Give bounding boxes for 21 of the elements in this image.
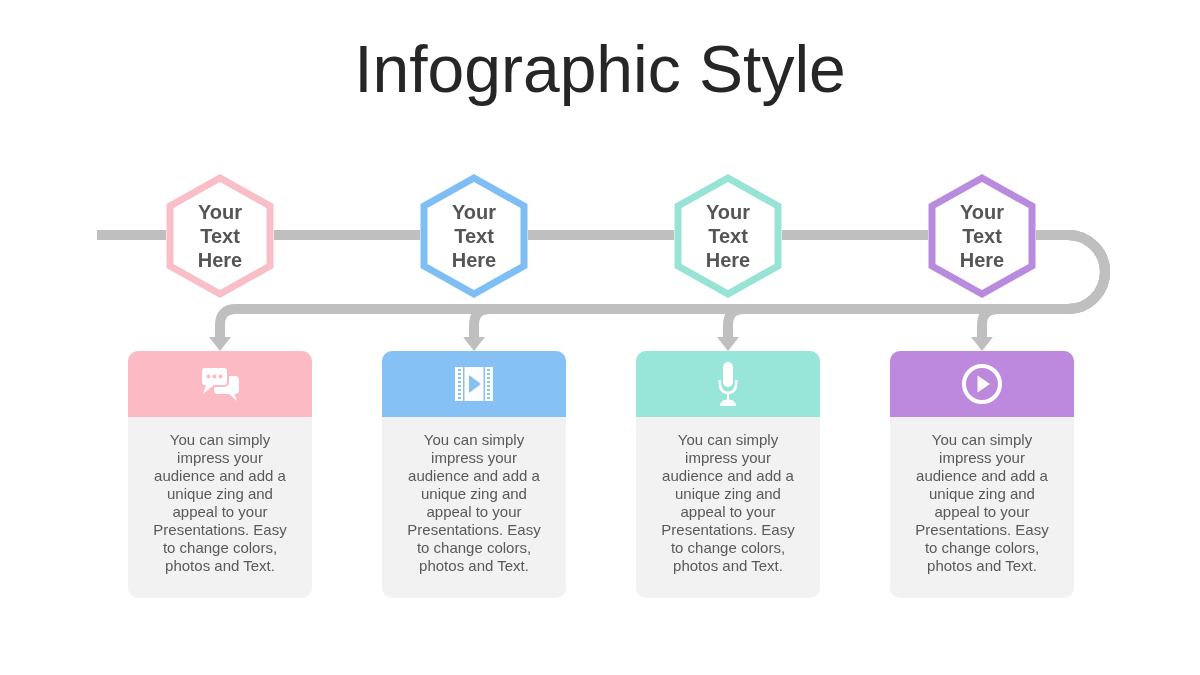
info-card [128, 351, 312, 598]
card-text: You can simply impress your audience and add a unique zing and appeal to your Presentations. Easy to change colors, photos and Text. [152, 431, 288, 575]
hexagon-label: Your Text Here [196, 200, 244, 272]
hexagon [928, 174, 1036, 298]
card-text: You can simply impress your audience and add a unique zing and appeal to your Presentations. Easy to change colors, photos and Text. [406, 431, 542, 575]
info-card [636, 351, 820, 598]
connector-line [782, 230, 928, 240]
connector-line [274, 230, 420, 240]
hexagon [674, 174, 782, 298]
info-card [890, 351, 1074, 598]
card-text: You can simply impress your audience and add a unique zing and appeal to your Presentations. Easy to change colors, photos and Text. [914, 431, 1050, 575]
hexagon-label: Your Text Here [704, 200, 752, 272]
connector-line [97, 230, 166, 240]
hexagon-label: Your Text Here [958, 200, 1006, 272]
card-text: You can simply impress your audience and add a unique zing and appeal to your Presentations. Easy to change colors, photos and Text. [660, 431, 796, 575]
info-card [382, 351, 566, 598]
hexagon [166, 174, 274, 298]
hexagon [420, 174, 528, 298]
arrow-connector [971, 230, 1110, 351]
connector-line [528, 230, 674, 240]
hexagon-label: Your Text Here [450, 200, 498, 272]
